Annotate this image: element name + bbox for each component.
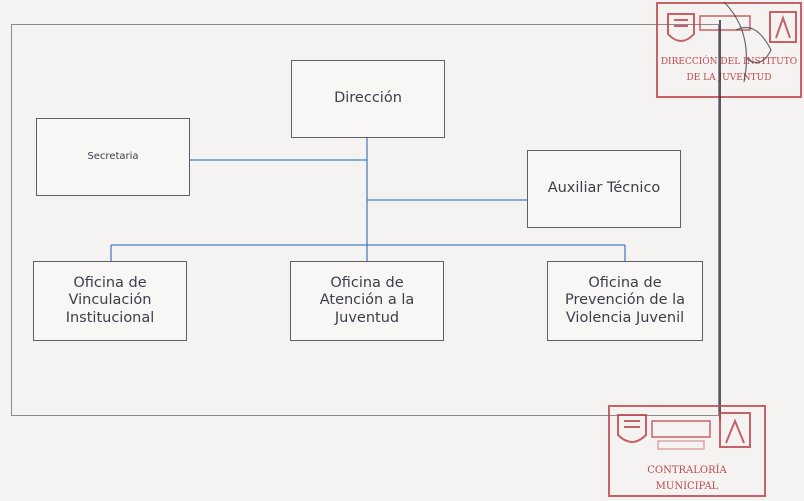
org-box-label: Oficina de Prevención de la Violencia Ju… xyxy=(564,274,686,326)
stamp-line-1: CONTRALORÍA xyxy=(647,464,727,476)
org-box-atencion: Oficina de Atención a la Juventud xyxy=(290,261,444,341)
org-box-label: Oficina de Vinculación Institucional xyxy=(65,274,155,326)
stamp-direccion-juventud: DIRECCIÓN DEL INSTITUTO DE LA JUVENTUD xyxy=(656,1,802,98)
org-box-direccion: Dirección xyxy=(291,60,445,138)
svg-text:DIRECCIÓN DEL INSTITUTO: DIRECCIÓN DEL INSTITUTO xyxy=(661,55,797,67)
stamp-contraloria-municipal: CONTRALORÍA MUNICIPAL xyxy=(608,405,766,497)
org-box-auxiliar: Auxiliar Técnico xyxy=(527,150,681,228)
connector-lines xyxy=(110,138,626,261)
chart-frame xyxy=(11,24,719,416)
coat-of-arms-icon xyxy=(667,13,695,42)
org-box-label: Auxiliar Técnico xyxy=(547,180,661,197)
org-box-vinculacion: Oficina de Vinculación Institucional xyxy=(33,261,187,341)
logo-icon xyxy=(769,11,797,43)
org-box-label: Dirección xyxy=(334,90,402,107)
svg-text:DE LA JUVENTUD: DE LA JUVENTUD xyxy=(687,73,772,83)
signature-line xyxy=(719,20,721,420)
org-box-label: Oficina de Atención a la Juventud xyxy=(319,274,415,326)
org-box-prevencion: Oficina de Prevención de la Violencia Ju… xyxy=(547,261,703,341)
org-box-label: Secretaria xyxy=(87,151,139,162)
logo-icon xyxy=(719,412,751,448)
signature-mark xyxy=(723,1,772,83)
stamp-line-2: MUNICIPAL xyxy=(656,481,719,492)
org-box-secretaria: Secretaria xyxy=(36,118,190,196)
coat-of-arms-icon xyxy=(617,414,647,443)
